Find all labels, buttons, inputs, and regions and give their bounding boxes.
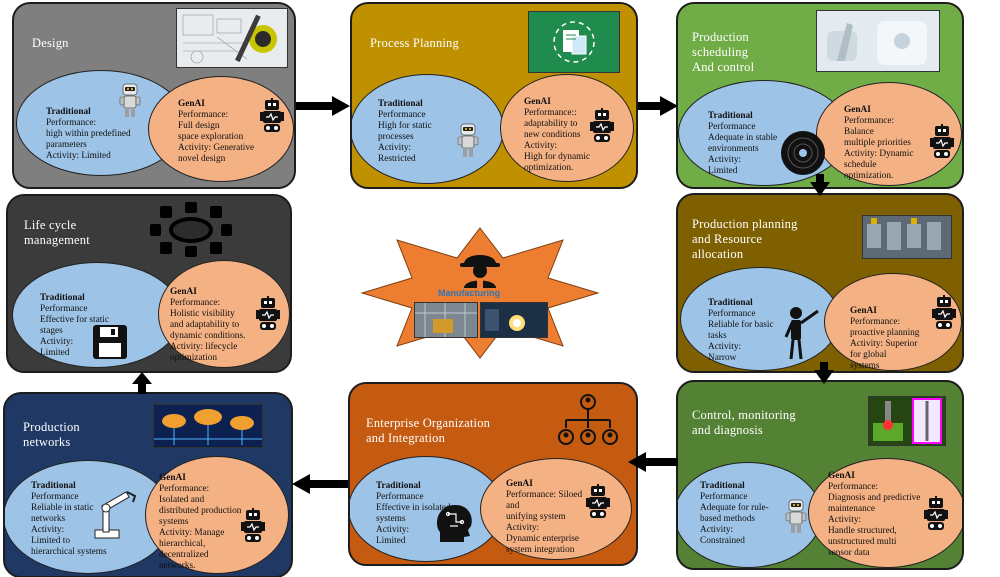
control-laser-photo <box>868 396 946 446</box>
enterprise-genai-robot-icon <box>586 484 610 520</box>
process-traditional-ellipse <box>352 74 504 184</box>
worker-helmet-icon <box>460 255 500 288</box>
control-panel: Control, monitoring and diagnosis Tradit… <box>676 380 964 570</box>
networks-title: Production networks <box>23 420 80 449</box>
arrow-scheduling-to-planning <box>810 174 830 196</box>
arrow-control-to-enterprise <box>628 452 678 472</box>
design-genai-robot-icon <box>260 98 284 134</box>
enterprise-genai-ellipse <box>480 458 632 560</box>
org-chart-icon <box>558 394 618 445</box>
lifecycle-title: Life cycle management <box>24 218 90 247</box>
control-title: Control, monitoring and diagnosis <box>692 408 796 437</box>
control-traditional-robot-icon <box>784 498 808 534</box>
manufacturing-label: Manufacturing <box>438 288 500 298</box>
control-genai-robot-icon <box>924 496 948 532</box>
process-genai-robot-icon <box>590 108 614 144</box>
scheduling-title: Production scheduling And control <box>692 30 755 74</box>
networks-genai-ellipse <box>145 456 289 574</box>
presenter-figure-icon <box>784 307 819 360</box>
scheduling-genai-robot-icon <box>930 124 954 160</box>
arrow-design-to-process <box>296 96 350 116</box>
factory-photo-right <box>480 302 548 338</box>
enterprise-traditional-ellipse <box>350 456 504 562</box>
disc-icon <box>781 131 825 175</box>
lifecycle-genai-robot-icon <box>256 296 280 332</box>
planning-panel: Production planning and Resource allocat… <box>676 193 964 373</box>
process-document-icon <box>528 11 620 73</box>
process-title: Process Planning <box>370 36 459 50</box>
ai-head-icon <box>436 504 472 542</box>
arrow-process-to-scheduling <box>638 96 678 116</box>
floppy-disk-icon <box>93 325 127 359</box>
enterprise-panel: Enterprise Organization and Integration … <box>348 382 638 566</box>
arrow-planning-to-control <box>814 362 834 384</box>
enterprise-title: Enterprise Organization and Integration <box>366 416 491 445</box>
arrow-enterprise-to-networks <box>292 474 348 494</box>
planning-genai-robot-icon <box>932 295 956 331</box>
arrow-networks-to-lifecycle <box>132 372 152 394</box>
lifecycle-traditional-ellipse <box>12 262 182 368</box>
robotic-arm-icon <box>94 491 137 539</box>
process-traditional-robot-icon <box>456 122 480 158</box>
meeting-table-icon <box>150 202 232 257</box>
design-traditional-robot-icon <box>118 82 142 118</box>
design-title: Design <box>32 36 69 50</box>
scheduling-lab-photo <box>816 10 940 72</box>
networks-circuit-photo <box>153 404 263 448</box>
planning-factory-photo <box>862 215 952 259</box>
factory-photo-left <box>414 302 478 338</box>
planning-title: Production planning and Resource allocat… <box>692 217 798 261</box>
design-blueprint-photo <box>176 8 288 68</box>
scheduling-panel: Production scheduling And control Tradit… <box>676 2 964 189</box>
networks-genai-robot-icon <box>241 508 265 544</box>
